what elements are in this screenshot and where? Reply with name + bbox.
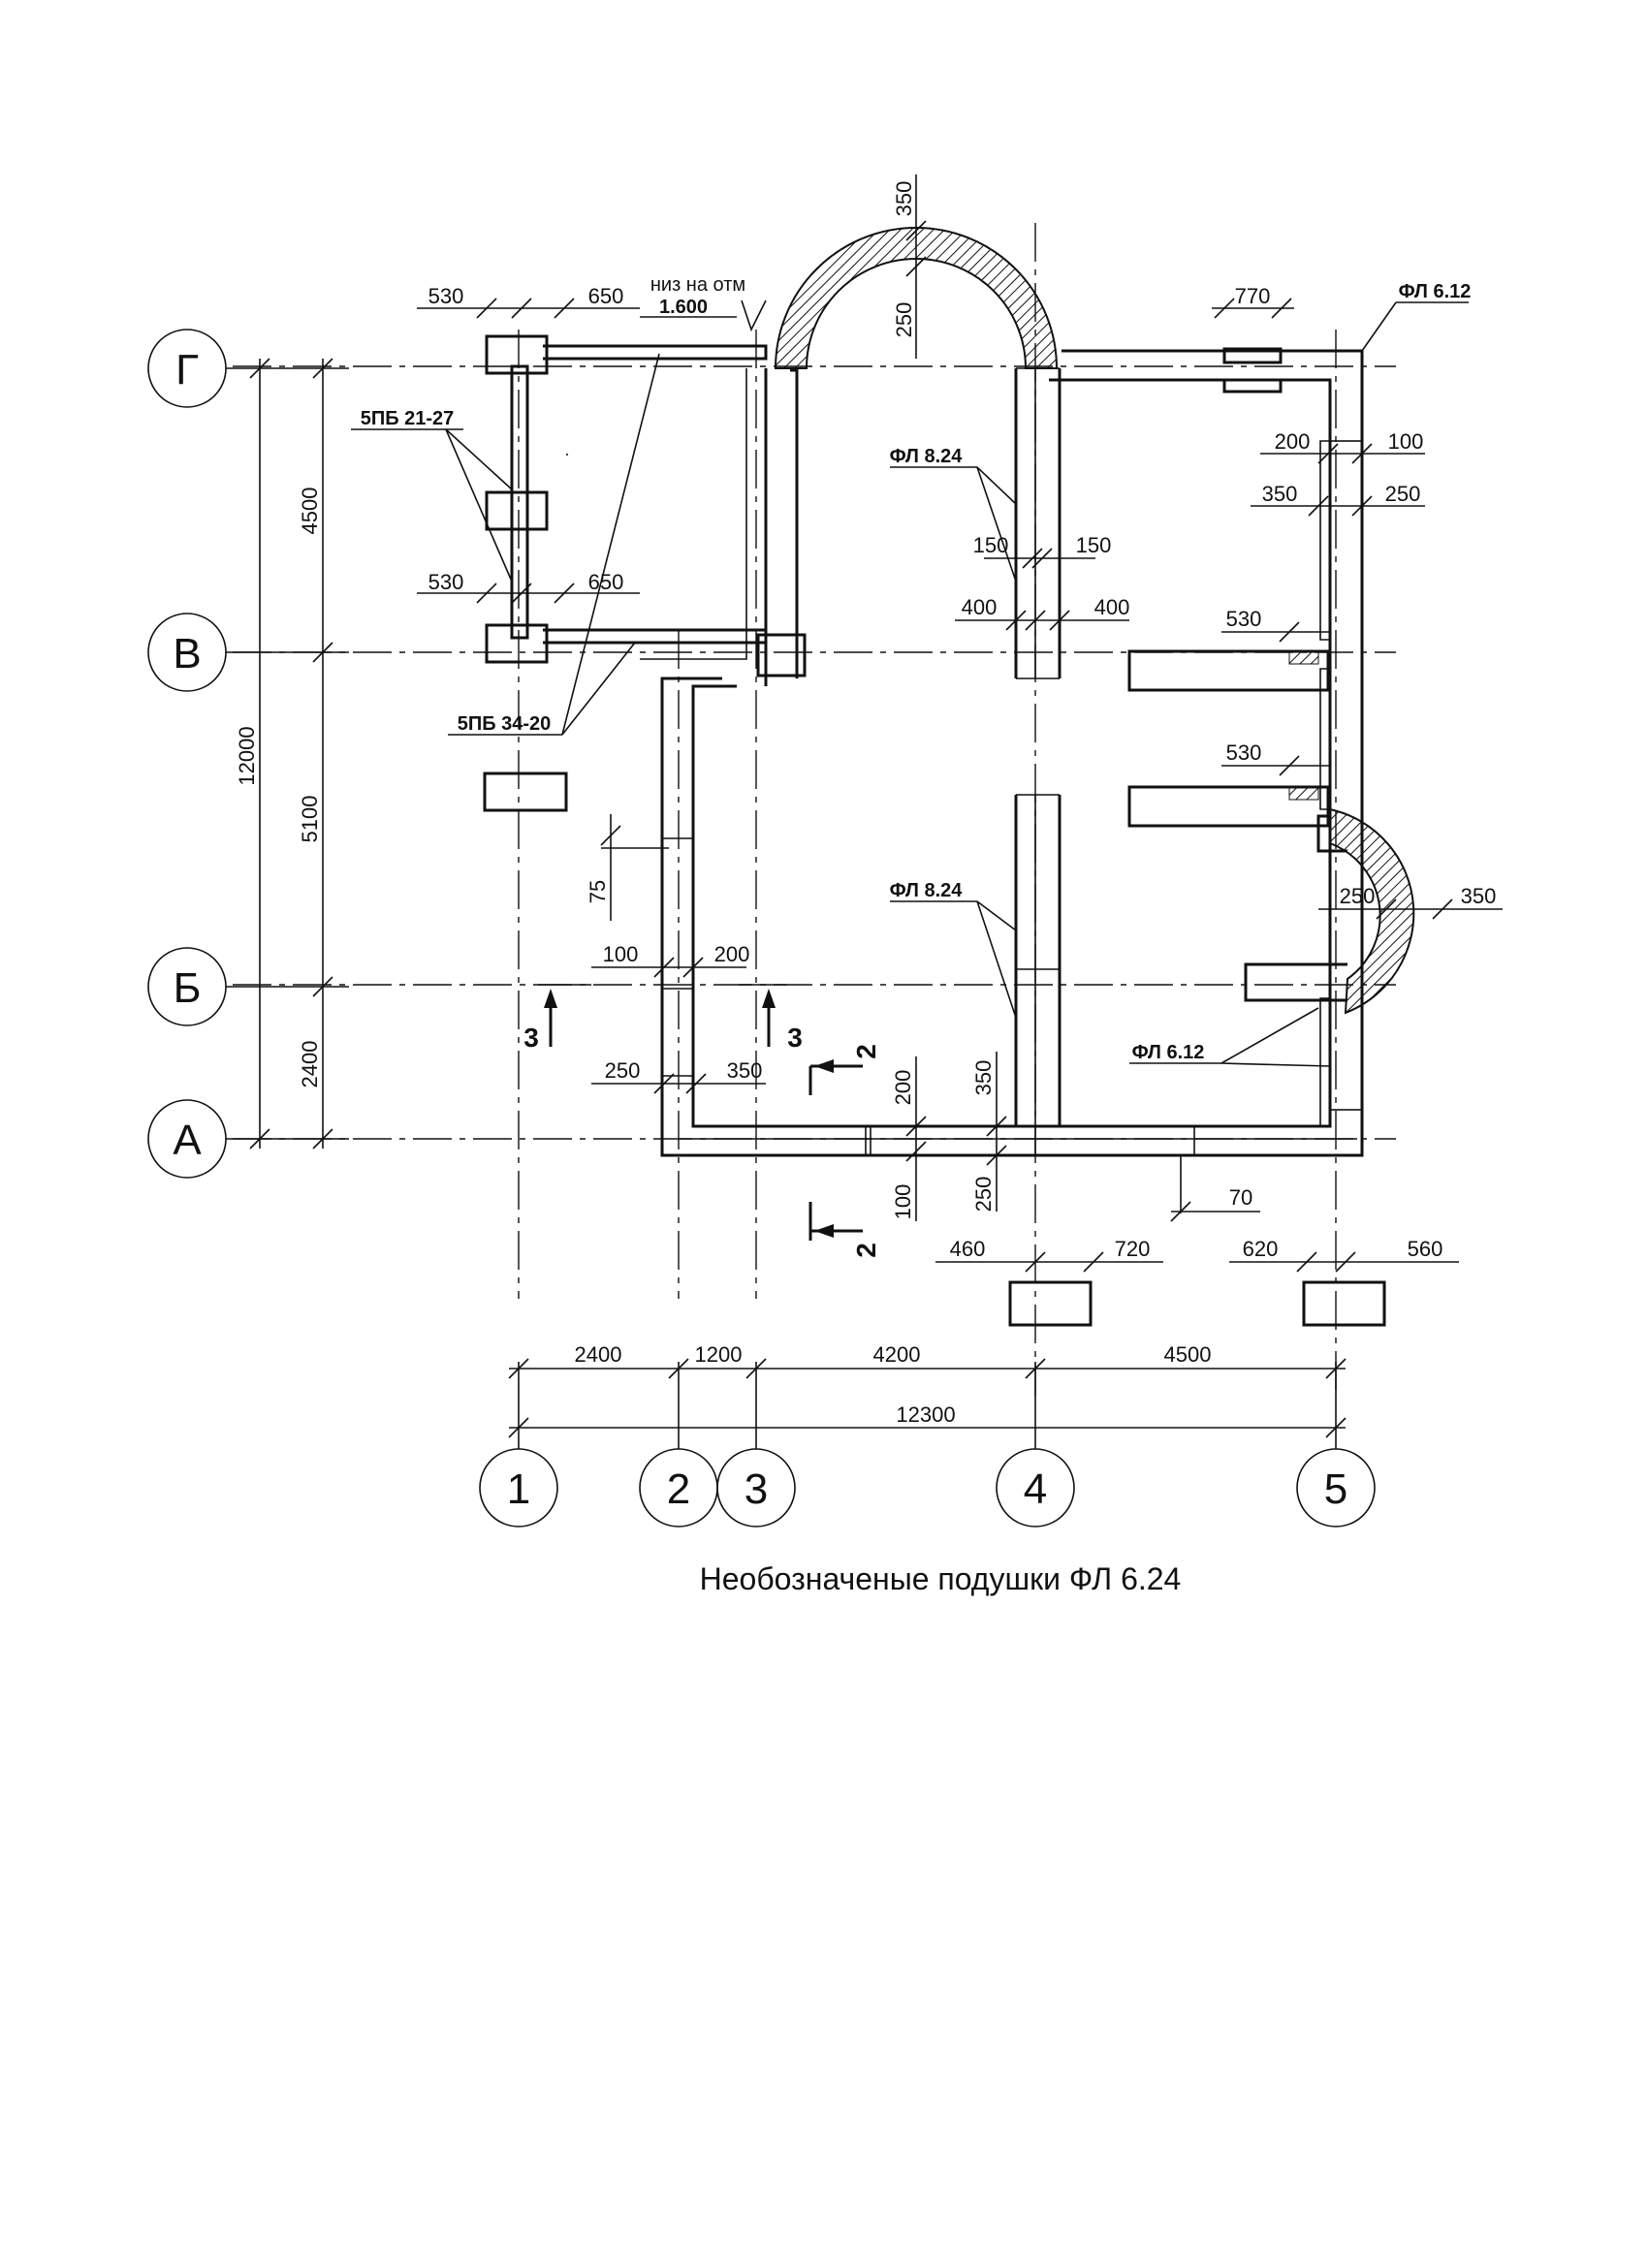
label-niz-2: 1.600: [659, 297, 708, 318]
dim-770: 770: [1235, 284, 1271, 308]
row-axis-markers: Г В Б А: [147, 329, 349, 1179]
label-5pb-3420: 5ПБ 34-20: [458, 713, 552, 735]
dim-left-250: 250: [605, 1058, 641, 1083]
dim-left-200: 200: [714, 942, 750, 966]
dim-inner-400-right: 400: [1094, 595, 1130, 619]
dim-left-75: 75: [586, 880, 610, 903]
dim-left-4500: 4500: [298, 488, 322, 535]
dim-arch-350: 350: [892, 181, 916, 217]
separate-pads: [1008, 1280, 1386, 1327]
cut-2-top: 2: [851, 1044, 881, 1059]
row-axis-a: А: [173, 1117, 202, 1164]
label-5pb-2127: 5ПБ 21-27: [361, 408, 455, 429]
label-niz-1: низ на отм: [650, 274, 745, 296]
col-axis-5: 5: [1324, 1465, 1347, 1513]
dim-bay-350: 350: [1461, 884, 1497, 908]
cut-3-right: 3: [787, 1023, 803, 1053]
dim-pad-560: 560: [1408, 1237, 1443, 1261]
dim-bottom-2400: 2400: [575, 1342, 622, 1367]
label-fl-824-mid: ФЛ 8.24: [890, 880, 964, 901]
section-cuts: 3 3 2 2: [523, 984, 881, 1258]
dim-bottom-70: 70: [1229, 1185, 1252, 1210]
row-axis-g: Г: [175, 346, 199, 394]
col-axis-3: 3: [745, 1465, 768, 1513]
main-walls: [640, 349, 1364, 1157]
dim-right-200: 200: [1275, 429, 1311, 454]
dim-inner-150-left: 150: [973, 533, 1009, 557]
dim-bottom-1200: 1200: [695, 1342, 743, 1367]
dim-right-350: 350: [1262, 482, 1298, 506]
local-dimensions: 350 250 530 650 530 650 770 200 100 350 …: [417, 174, 1503, 1273]
dim-right-100: 100: [1388, 429, 1424, 454]
label-fl-824-top: ФЛ 8.24: [890, 446, 964, 467]
dim-pad-620: 620: [1243, 1237, 1279, 1261]
dim-left-350: 350: [727, 1058, 763, 1083]
dim-bay-250: 250: [1340, 884, 1376, 908]
dim-left-2400: 2400: [298, 1041, 322, 1088]
dim-right-530-a: 530: [1226, 607, 1262, 631]
dim-pad-720: 720: [1115, 1237, 1151, 1261]
dim-porch-top-530: 530: [428, 284, 464, 308]
column-axis-markers: 1 2 3 4 5: [479, 1362, 1376, 1528]
dim-left-total: 12000: [235, 726, 259, 785]
dim-porch-top-650: 650: [588, 284, 624, 308]
label-fl-612-top: ФЛ 6.12: [1399, 281, 1472, 302]
dim-left-100: 100: [603, 942, 639, 966]
dim-inner-150-right: 150: [1076, 533, 1112, 557]
dim-inner-400-left: 400: [962, 595, 998, 619]
dim-arch-250: 250: [892, 302, 916, 338]
dim-right-250: 250: [1385, 482, 1421, 506]
label-fl-612-bottom: ФЛ 6.12: [1132, 1042, 1205, 1063]
col-axis-2: 2: [667, 1465, 690, 1513]
dim-bottom-total: 12300: [896, 1402, 955, 1427]
axis-grid: [233, 223, 1396, 1396]
row-axis-b: Б: [174, 964, 202, 1012]
left-dimension-chains: 12000 4500 5100 2400: [235, 358, 333, 1150]
element-labels: низ на отм 1.600 ФЛ 6.12 ФЛ 8.24 ФЛ 8.24…: [351, 274, 1472, 1067]
dim-bottom-350: 350: [971, 1060, 996, 1096]
col-axis-1: 1: [507, 1465, 530, 1513]
dim-bottom-4200: 4200: [873, 1342, 921, 1367]
row-axis-v: В: [173, 630, 201, 677]
col-axis-4: 4: [1024, 1465, 1047, 1513]
dim-bottom-200: 200: [891, 1070, 915, 1106]
porch: [483, 334, 807, 812]
top-bay: [774, 227, 1283, 394]
caption: Необозначеные подушки ФЛ 6.24: [700, 1561, 1182, 1596]
dim-bottom-250: 250: [971, 1177, 996, 1213]
dim-porch-mid-530: 530: [428, 570, 464, 594]
dim-porch-mid-650: 650: [588, 570, 624, 594]
dim-pad-460: 460: [950, 1237, 986, 1261]
dim-bottom-100: 100: [891, 1184, 915, 1220]
dim-bottom-4500: 4500: [1164, 1342, 1212, 1367]
right-bay: [1244, 807, 1415, 1015]
dim-right-530-b: 530: [1226, 740, 1262, 765]
cut-2-bottom: 2: [851, 1243, 881, 1258]
bottom-dimension-chains: 2400 1200 4200 4500 12300: [508, 1342, 1347, 1438]
dim-left-5100: 5100: [298, 796, 322, 843]
cut-3-left: 3: [523, 1023, 539, 1053]
